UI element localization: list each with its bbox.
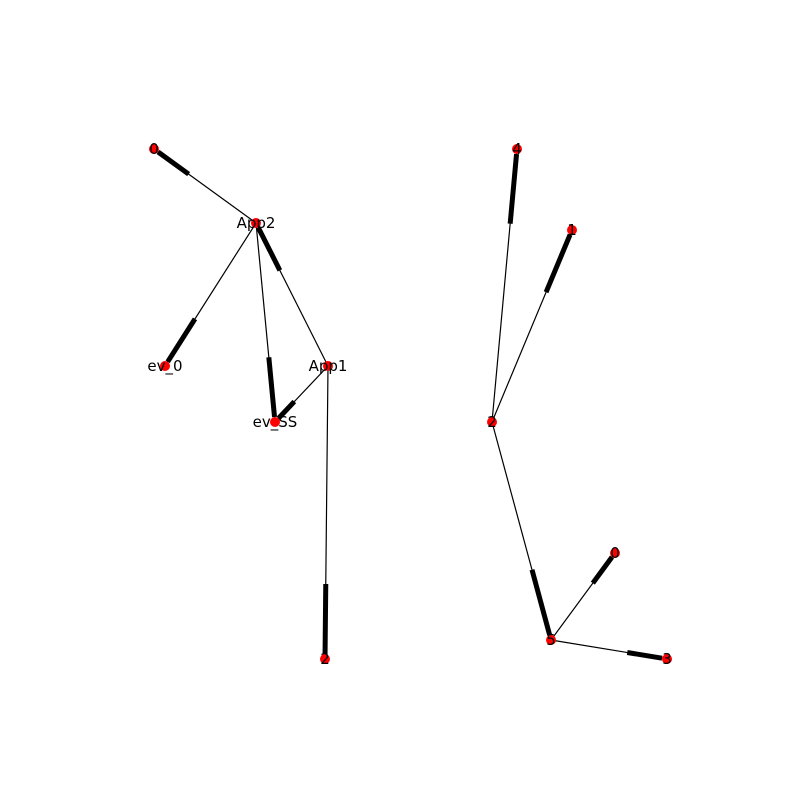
- graph-node-label: ev_0: [147, 357, 182, 376]
- graph-node-label: 2: [320, 650, 330, 668]
- graph-edge-arrowhead: [590, 555, 615, 585]
- graph-edge-arrowhead: [543, 233, 573, 294]
- graph-node: [662, 654, 672, 664]
- graph-node-label: 3: [662, 650, 672, 668]
- graph-edge-arrowhead: [276, 399, 297, 421]
- graph-edge-arrowhead: [156, 149, 191, 177]
- graph-node: [149, 144, 159, 154]
- edges-layer: [153, 148, 668, 661]
- graph-node: [320, 654, 330, 664]
- graph-node-label: 5: [546, 631, 556, 649]
- graph-edge-arrowhead: [165, 317, 198, 364]
- graph-node-label: 1: [567, 221, 577, 239]
- graph-node: [270, 417, 280, 427]
- graph-node-label: 0: [610, 544, 620, 562]
- nodes-layer: [149, 144, 672, 664]
- graph-edge-arrowhead: [529, 569, 553, 636]
- graph-node: [160, 361, 170, 371]
- graph-node: [512, 144, 522, 154]
- graph-node-label: 4: [512, 140, 522, 158]
- graph-node-label: App1: [309, 357, 348, 375]
- graph-edge-arrowhead: [626, 650, 663, 661]
- graph-node: [567, 225, 577, 235]
- graph-node-label: ev_SS: [253, 413, 298, 432]
- graph-edge-arrowhead: [507, 153, 520, 224]
- graph-node-label: App2: [237, 214, 276, 232]
- graph-node: [610, 548, 620, 558]
- graph-edge-arrowhead: [266, 357, 278, 418]
- graph-node-label: 0: [149, 140, 159, 158]
- graph-node: [487, 417, 497, 427]
- graph-node-label: 2: [487, 413, 497, 431]
- graph-edge-arrowhead: [256, 226, 283, 272]
- graph-edge-arrowhead: [322, 583, 329, 655]
- graph-node: [546, 635, 556, 645]
- graph-node: [251, 218, 261, 228]
- graph-node: [323, 361, 333, 371]
